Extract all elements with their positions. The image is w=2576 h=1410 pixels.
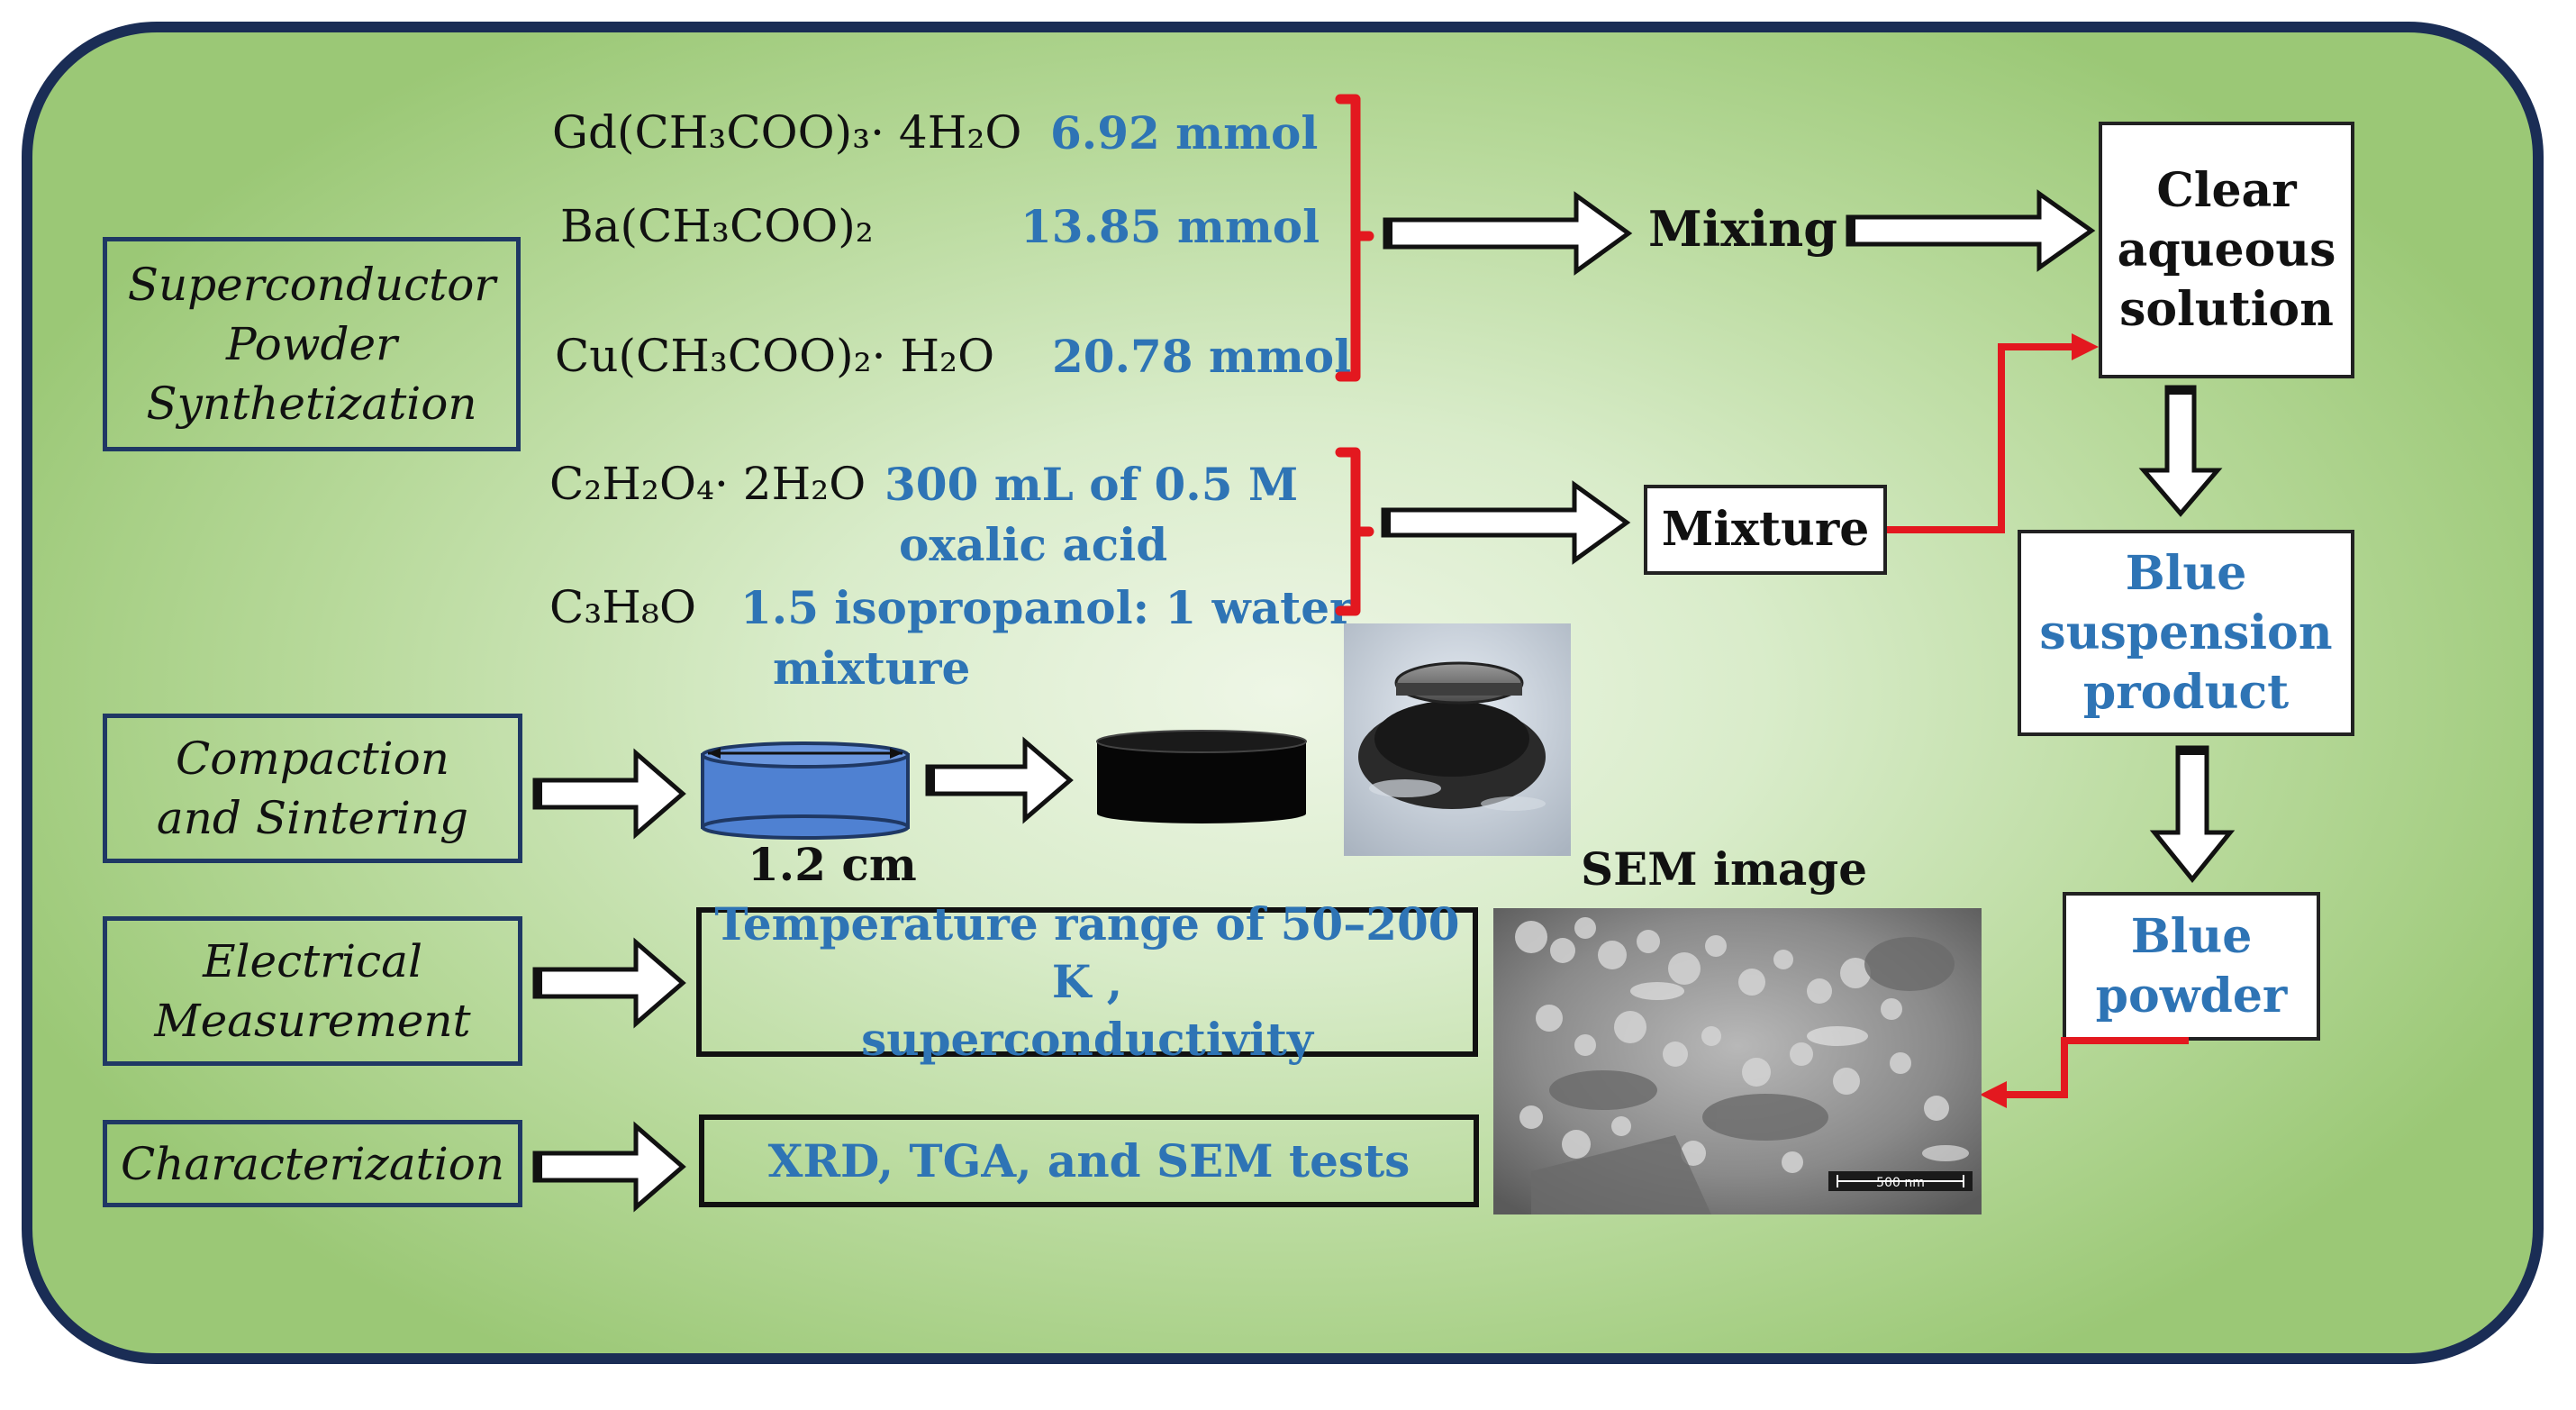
label-compaction-line-2: and Sintering — [156, 792, 469, 844]
box-blue-powder: Blue powder — [2063, 892, 2320, 1041]
clear-solution-line-1: Clear — [2156, 162, 2297, 218]
blue-powder-line-2: powder — [2095, 968, 2288, 1023]
mixture-label: Mixture — [1661, 502, 1870, 557]
reagent-cu-amount: 20.78 mmol — [1052, 330, 1352, 383]
label-characterization-text: Characterization — [120, 1137, 505, 1190]
blue-powder-line-1: Blue — [2130, 908, 2253, 964]
blue-suspension-line-1: Blue — [2125, 545, 2247, 601]
blue-pellet-icon — [701, 741, 910, 840]
reagent-oxalic-formula: C₂H₂O₄· 2H₂O — [549, 458, 866, 510]
electrical-result-line-2: superconductivity — [861, 1013, 1313, 1066]
label-electrical-line-1: Electrical — [203, 935, 422, 987]
label-compaction-line-1: Compaction — [176, 732, 449, 785]
clear-solution-line-3: solution — [2119, 281, 2334, 337]
pellet-diameter-label: 1.2 cm — [748, 838, 917, 891]
hollow-down-arrow-icon — [2138, 385, 2223, 517]
reagent-ba-amount: 13.85 mmol — [1020, 200, 1320, 253]
label-synthesis-line-1: Superconductor — [127, 259, 496, 311]
black-pellet-icon — [1096, 730, 1307, 823]
hollow-right-arrow-icon — [532, 748, 686, 840]
reagent-gd-amount: 6.92 mmol — [1050, 106, 1319, 159]
red-brace-icon — [1335, 94, 1374, 382]
label-electrical-line-2: Measurement — [154, 995, 471, 1047]
red-connector-arrow-icon — [1887, 343, 2072, 533]
hollow-right-arrow-icon — [1381, 480, 1631, 565]
blue-suspension-line-3: product — [2082, 664, 2290, 720]
label-electrical: Electrical Measurement — [103, 916, 522, 1066]
label-synthesis: Superconductor Powder Synthetization — [103, 237, 521, 451]
hollow-right-arrow-icon — [532, 937, 686, 1029]
reagent-cu-formula: Cu(CH₃COO)₂· H₂O — [555, 330, 995, 382]
reagent-propanol-formula: C₃H₈O — [549, 581, 696, 633]
label-compaction: Compaction and Sintering — [103, 714, 522, 863]
reagent-gd-formula: Gd(CH₃COO)₃· 4H₂O — [552, 106, 1022, 159]
reagent-oxalic-amount-1: 300 mL of 0.5 M — [884, 458, 1299, 511]
red-connector-arrow-icon — [2007, 1037, 2189, 1098]
characterization-result-text: XRD, TGA, and SEM tests — [767, 1133, 1410, 1187]
hollow-down-arrow-icon — [2149, 745, 2236, 883]
sem-title: SEM image — [1581, 842, 1868, 896]
box-blue-suspension: Blue suspension product — [2018, 530, 2354, 736]
label-characterization: Characterization — [103, 1120, 522, 1207]
box-clear-solution: Clear aqueous solution — [2099, 122, 2354, 378]
hollow-right-arrow-icon — [1383, 191, 1633, 276]
red-connector-arrow-icon — [2072, 333, 2099, 360]
reagent-propanol-amount-2: mixture — [773, 641, 971, 695]
sem-scale-bar-label: 500 nm — [1876, 1176, 1925, 1190]
reagent-oxalic-amount-2: oxalic acid — [899, 518, 1168, 571]
clear-solution-line-2: aqueous — [2117, 222, 2336, 277]
hollow-right-arrow-icon — [925, 736, 1074, 824]
blue-suspension-line-2: suspension — [2039, 605, 2333, 660]
label-synthesis-line-2: Powder — [225, 318, 397, 370]
reagent-ba-formula: Ba(CH₃COO)₂ — [560, 200, 874, 252]
levitation-photo — [1344, 623, 1571, 856]
step-mixing-label: Mixing — [1648, 200, 1838, 258]
hollow-right-arrow-icon — [1846, 189, 2096, 272]
red-connector-arrow-icon — [1980, 1081, 2007, 1108]
label-synthesis-line-3: Synthetization — [146, 378, 477, 430]
box-mixture: Mixture — [1644, 485, 1887, 575]
electrical-result-line-1: Temperature range of 50–200 K , — [714, 897, 1460, 1008]
sem-image: 500 nm — [1493, 908, 1982, 1214]
hollow-right-arrow-icon — [532, 1121, 686, 1213]
box-electrical-result: Temperature range of 50–200 K , supercon… — [696, 897, 1478, 1066]
box-characterization-result: XRD, TGA, and SEM tests — [699, 1114, 1479, 1207]
reagent-propanol-amount-1: 1.5 isopropanol: 1 water — [740, 581, 1354, 634]
red-brace-icon — [1335, 447, 1374, 616]
